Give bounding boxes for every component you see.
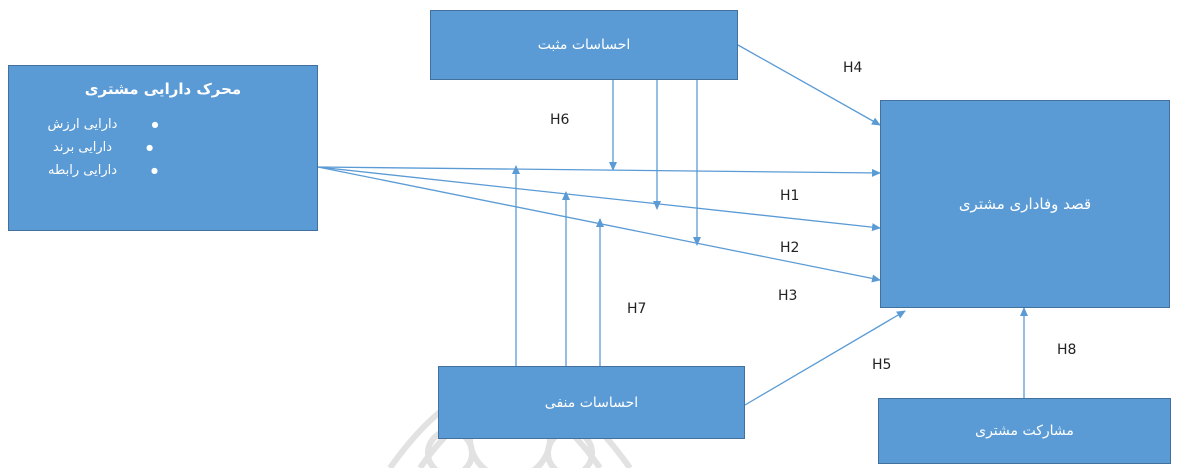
driver-list: دارایی ارزش دارایی برند دارایی رابطه [9, 114, 317, 181]
customer-participation-box: مشارکت مشتری [878, 398, 1171, 464]
driver-item-brand-equity: دارایی برند [9, 137, 197, 158]
hypothesis-label-h4: H4 [843, 60, 863, 76]
loyalty-intention-box: قصد وفاداری مشتری [880, 100, 1170, 308]
hypothesis-label-h8: H8 [1057, 342, 1077, 358]
positive-emotions-label: احساسات مثبت [537, 37, 631, 53]
loyalty-intention-label: قصد وفاداری مشتری [958, 195, 1092, 213]
arrow-h2 [317, 166, 881, 232]
hypothesis-label-h2: H2 [780, 240, 800, 256]
arrow-h3 [317, 166, 881, 283]
arrow-h5 [744, 310, 906, 406]
driver-title: محرک دارایی مشتری [84, 80, 242, 98]
positive-emotions-box: احساسات مثبت [430, 10, 738, 80]
hypothesis-label-h3: H3 [778, 288, 798, 304]
hypothesis-label-h5: H5 [872, 357, 892, 373]
negative-emotions-box: احساسات منفی [438, 366, 745, 439]
hypothesis-label-h6: H6 [550, 112, 570, 128]
customer-participation-label: مشارکت مشتری [975, 423, 1074, 439]
customer-equity-driver-box: محرک دارایی مشتری دارایی ارزش دارایی برن… [8, 65, 318, 231]
driver-item-value-equity: دارایی ارزش [9, 114, 197, 135]
driver-item-relationship-equity: دارایی رابطه [9, 160, 197, 181]
arrow-h4 [737, 44, 881, 126]
hypothesis-label-h1: H1 [780, 188, 800, 204]
negative-emotions-label: احساسات منفی [544, 394, 639, 411]
hypothesis-label-h7: H7 [627, 301, 647, 317]
arrow-h1 [317, 166, 881, 177]
